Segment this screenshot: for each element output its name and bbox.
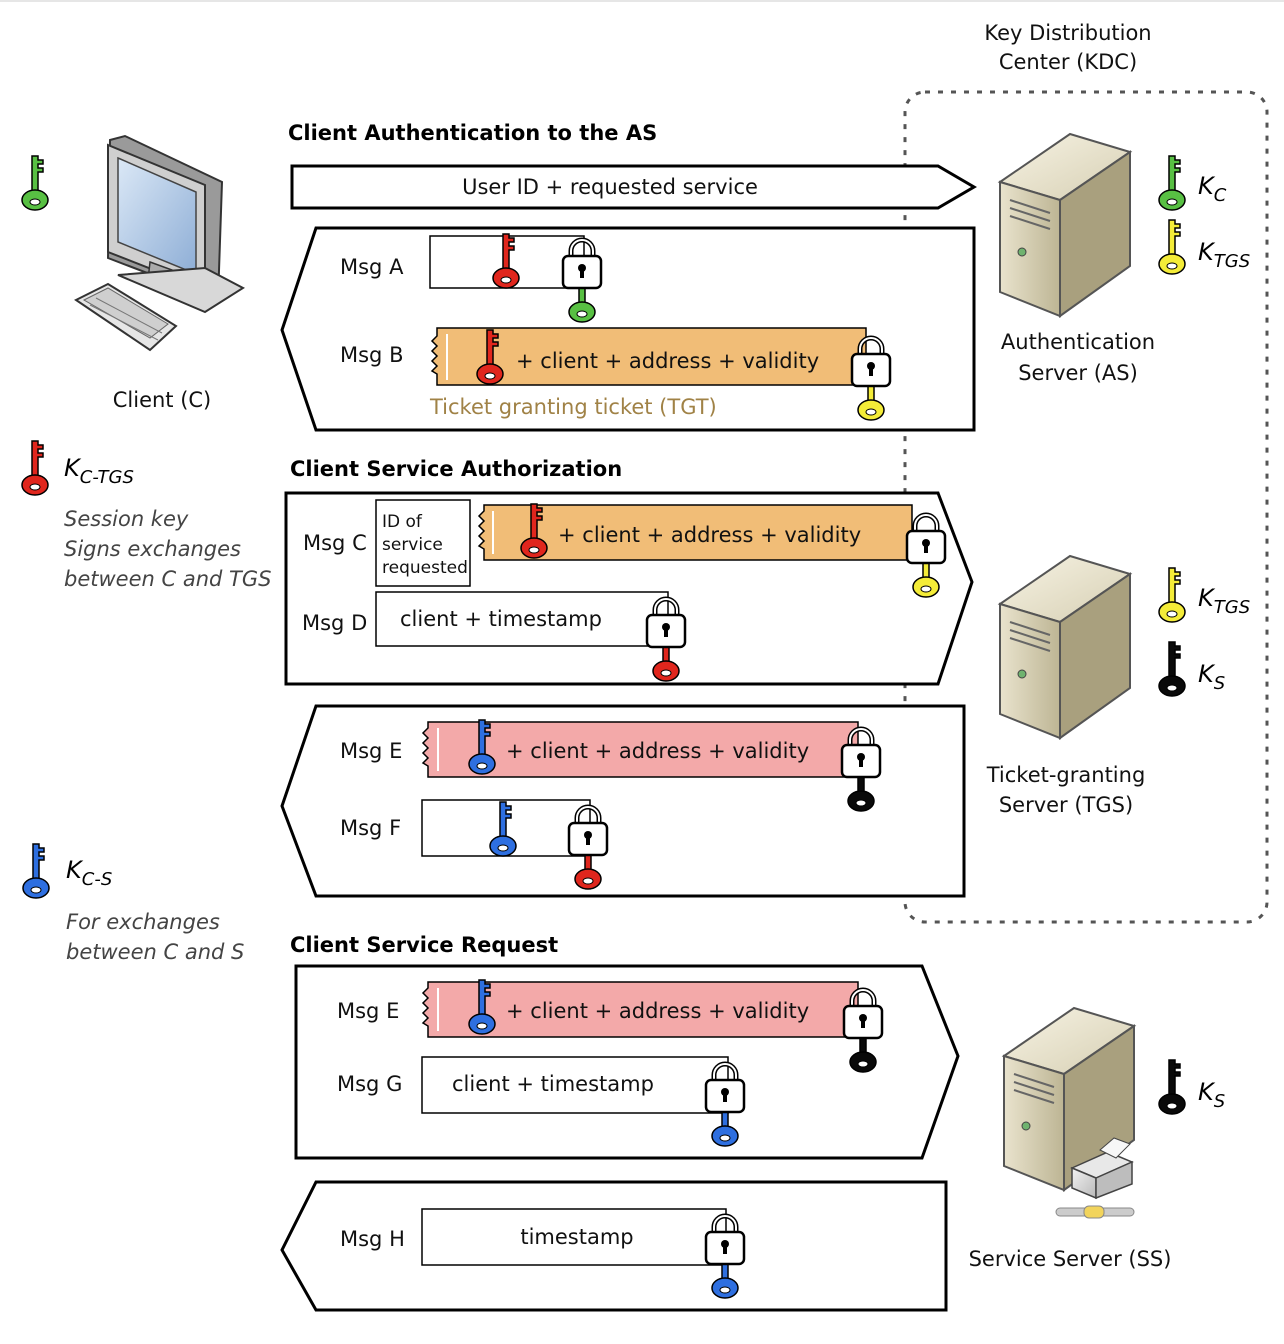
ss-ks-key-icon [1158,1059,1186,1115]
msg-f-lock-icon [567,804,609,857]
service-key-blue-icon [22,843,50,899]
as-key-ktgs-label: KTGS [1198,238,1250,272]
msg-d-lock-icon [645,596,687,649]
client-label: Client (C) [113,388,212,412]
msg-g-lock-icon [704,1061,746,1114]
kdc-title-line1: Key Distribution [984,21,1151,45]
msg-c-content-key-icon [520,503,548,559]
tgs-key-ks-label: KS [1198,660,1225,694]
server-tower-icon [997,132,1133,318]
section-title-as-auth: Client Authentication to the AS [288,121,657,145]
client-service-key-label: KC-S [66,856,112,890]
session-note-line2: Signs exchanges [64,537,241,561]
msg-e-ticket [421,721,859,778]
session-note-line3: between C and TGS [64,567,271,591]
as-key-kc-label: KC [1198,172,1227,206]
key-subscript: S [1214,673,1225,694]
key-name: K [1198,1078,1216,1106]
as-label-line2: Server (AS) [1018,361,1138,385]
msg-h-lock-icon [704,1213,746,1266]
ss-key-ks-label: KS [1198,1078,1225,1112]
as-kc-key-icon [1158,155,1186,211]
msg-f-label: Msg F [340,816,401,840]
tgt-caption: Ticket granting ticket (TGT) [429,395,717,419]
keys-and-locks [21,155,1186,1299]
msg-d-label: Msg D [302,611,367,635]
msg-a-lock-icon [561,237,603,290]
key-subscript: TGS [1214,597,1250,618]
msg-c-id-line2: service [382,535,443,555]
msg-e2-content-key-icon [468,979,496,1035]
key-subscript: TGS [1214,251,1250,272]
msg-c-ticket [477,504,913,561]
service-note-line1: For exchanges [66,910,220,934]
kdc-title-line2: Center (KDC) [999,50,1137,74]
msg-h-label: Msg H [340,1227,405,1251]
msg-e-lock-icon [840,726,882,779]
key-subscript: C-S [82,869,113,890]
key-name: K [66,856,84,884]
tgs-ktgs-key-icon [1158,567,1186,623]
msg-e-label: Msg E [340,739,402,763]
client-session-key-label: KC-TGS [64,454,134,488]
msg-e2-lock-icon [842,987,884,1040]
tgs-key-ktgs-label: KTGS [1198,584,1250,618]
key-name: K [1198,660,1216,688]
key-name: K [1198,584,1216,612]
arrow-user-id-request [290,164,977,210]
msg-h-text: timestamp [520,1225,633,1249]
client-green-key-icon [21,155,49,211]
key-name: K [1198,238,1216,266]
msg-g-label: Msg G [337,1072,402,1096]
msg-b-content-key-icon [476,329,504,385]
user-id-text: User ID + requested service [462,175,758,199]
msg-e2-label: Msg E [337,999,399,1023]
as-ktgs-key-icon [1158,219,1186,275]
msg-e-text: + client + address + validity [506,739,809,763]
msg-b-text: + client + address + validity [516,349,819,373]
msg-c-id-box [375,499,471,587]
section-title-service-auth: Client Service Authorization [290,457,622,481]
ss-label: Service Server (SS) [969,1247,1172,1271]
msg-c-lock-icon [905,512,947,565]
section-title-service-request: Client Service Request [290,933,558,957]
tgs-ks-key-icon [1158,641,1186,697]
msg-g-box [421,1056,729,1114]
msg-c-label: Msg C [303,531,367,555]
tgs-label-line2: Server (TGS) [999,793,1133,817]
key-name: K [1198,172,1216,200]
desktop-computer-icon [74,134,245,352]
msg-b-ticket [430,327,867,386]
tgs-label-line1: Ticket-granting [986,763,1146,787]
key-name: K [64,454,82,482]
server-tower-icon [997,554,1133,740]
msg-d-text: client + timestamp [400,607,602,631]
msg-e2-ticket [421,981,859,1038]
as-label-line1: Authentication [1001,330,1155,354]
msg-b-label: Msg B [340,343,403,367]
session-note-line1: Session key [64,507,189,531]
msg-f-content-key-icon [489,801,517,857]
msg-g-text: client + timestamp [452,1072,654,1096]
msg-b-lock-icon [850,335,892,388]
session-key-red-icon [21,440,49,496]
msg-e2-text: + client + address + validity [506,999,809,1023]
server-with-printer-icon [1001,1006,1137,1219]
msg-a-label: Msg A [340,255,404,279]
key-subscript: S [1214,1091,1225,1112]
msg-c-text: + client + address + validity [558,523,861,547]
msg-a-content-key-icon [492,233,520,289]
msg-d-box [375,591,669,647]
key-subscript: C-TGS [80,467,134,488]
kdc-region [903,90,1269,924]
msg-e-content-key-icon [468,719,496,775]
service-note-line2: between C and S [66,940,244,964]
key-subscript: C [1214,185,1227,206]
msg-c-id-line3: requested [382,558,468,578]
msg-c-id-line1: ID of [382,512,423,532]
